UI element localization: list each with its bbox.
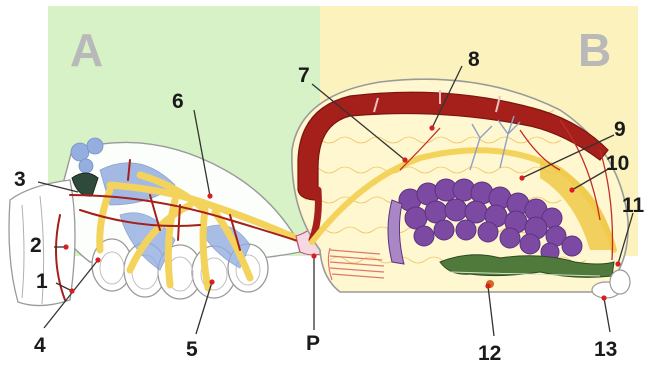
label-2: 2: [30, 234, 42, 257]
label-5: 5: [186, 338, 198, 361]
label-11: 11: [622, 194, 645, 217]
label-7: 7: [298, 64, 310, 87]
label-12: 12: [478, 342, 501, 365]
label-1: 1: [36, 270, 48, 293]
label-p: P: [306, 332, 320, 355]
label-13: 13: [594, 338, 617, 361]
label-4: 4: [34, 334, 46, 357]
label-3: 3: [14, 168, 26, 191]
label-8: 8: [468, 48, 480, 71]
region-label-b: B: [578, 24, 611, 76]
label-10: 10: [606, 152, 629, 175]
region-label-a: A: [70, 24, 103, 76]
label-6: 6: [172, 90, 184, 113]
label-9: 9: [614, 118, 626, 141]
